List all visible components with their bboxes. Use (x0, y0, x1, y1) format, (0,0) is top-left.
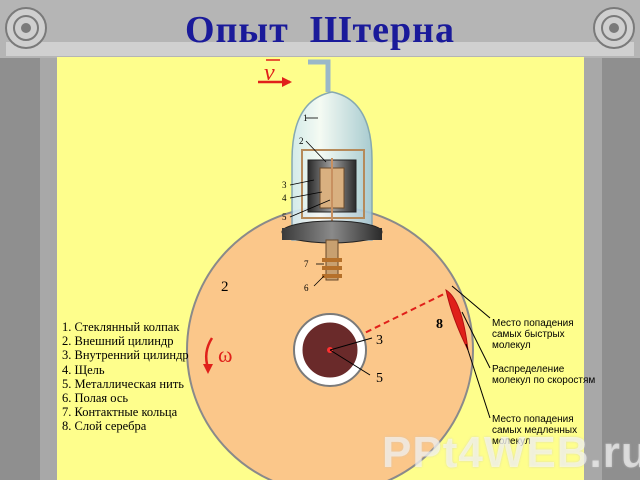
label-6: 6 (304, 283, 309, 293)
label-2: 2 (299, 136, 304, 146)
legend-list: 1. Стеклянный колпак 2. Внешний цилиндр … (62, 320, 189, 434)
legend-item: 6. Полая ось (62, 391, 129, 406)
leader-5 (329, 349, 371, 376)
velocity-label: v (264, 60, 275, 86)
jar-base-body (282, 228, 382, 240)
callout-fastest: Место попадения самых быстрых молекул (492, 318, 574, 351)
leader-distribution (461, 311, 491, 369)
right-column (584, 58, 602, 480)
legend-item: 4. Щель (62, 362, 105, 377)
rotation-arrowhead (203, 364, 213, 374)
omega-label: ω (218, 342, 232, 367)
legend-item: 7. Контактные кольца (62, 405, 178, 420)
contact-ring-1 (322, 258, 342, 262)
label-1: 1 (303, 113, 308, 123)
right-scroll-ornament (593, 7, 635, 49)
leader-slow (465, 343, 491, 419)
label-7: 7 (304, 259, 309, 269)
label-silver: 8 (436, 317, 443, 332)
legend-item: 3. Внутренний цилиндр (62, 348, 189, 363)
left-column (40, 58, 58, 480)
legend-item: 1. Стеклянный колпак (62, 320, 180, 334)
legend-item: 2. Внешний цилиндр (62, 334, 174, 349)
watermark-logo: PPt4WEB.ru (382, 428, 640, 477)
label-5: 5 (282, 212, 287, 222)
contact-ring-3 (322, 274, 342, 278)
legend-item: 8. Слой серебра (62, 419, 147, 434)
callout-distribution: Распределение молекул по скоростям (492, 364, 596, 386)
label-4: 4 (282, 193, 287, 203)
leader-fast (451, 285, 491, 319)
legend-item: 5. Металлическая нить (62, 376, 184, 391)
left-scroll-ornament (5, 7, 47, 49)
leader-3 (329, 337, 373, 351)
label-3: 3 (282, 180, 287, 190)
callout-slowest: Место попадения самых медленных молекул (492, 414, 578, 447)
slide-title: Опыт Штерна (184, 9, 456, 51)
label-inner-5: 5 (376, 371, 383, 386)
contact-ring-2 (322, 266, 342, 270)
label-outer-cylinder: 2 (221, 279, 229, 295)
velocity-arrowhead (282, 77, 292, 87)
label-inner-3: 3 (376, 333, 383, 348)
frame-molding (6, 42, 634, 56)
